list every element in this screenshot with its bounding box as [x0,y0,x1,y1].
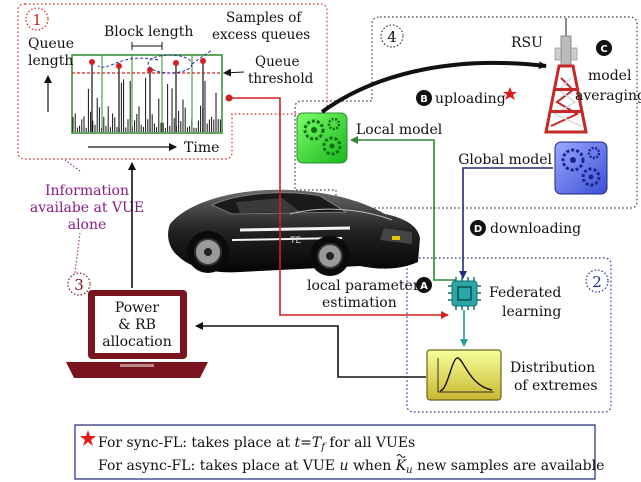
info-label-2: availabe at VUE [30,200,144,216]
legend-sync-line: For sync-FL: takes place at t=Tf for all… [98,435,415,453]
block-length-label: Block length [104,24,193,40]
global-model-icon [554,141,608,195]
local-model-label: Local model [356,122,443,138]
distribution-label: Distribution [510,360,595,376]
excess-sample-dot [89,59,95,65]
threshold-label: Queue [255,54,299,70]
dist-to-allocation-arrow [195,322,426,378]
threshold-label-2: threshold [248,71,314,87]
model-averaging-label-2: averaging [575,88,641,104]
queue-chart [44,42,223,151]
svg-text:3: 3 [74,276,84,294]
svg-text:A: A [420,281,428,292]
downloading-label: downloading [490,221,581,237]
excess-sample-dot [116,63,122,69]
federated-learning-label: Federated [489,285,561,301]
model-averaging-label: model [588,68,632,84]
panel2-border [406,257,612,413]
step-a-badge: A [416,277,432,293]
car-image: TE [168,189,420,276]
legend-box [74,424,596,480]
svg-text:B: B [420,94,428,105]
upload-arrow [320,60,547,114]
excess-samples [89,58,206,73]
k-tilde: K [395,458,408,474]
step-d-badge: D [470,220,486,236]
step-b-badge: B [416,90,432,106]
svg-text:C: C [600,44,607,55]
queue-length-label: Queue [28,36,74,52]
download-arrow [459,167,553,279]
global-model-label: Global model [458,152,552,168]
samples-to-fl-arrow [229,97,449,319]
local-parameter-label-2: estimation [322,295,397,311]
laptop-icon [66,290,208,378]
samples-label-2: excess queues [212,27,310,43]
svg-text:2: 2 [592,273,602,291]
excess-sample-dot [173,60,179,66]
power-rb-label-2: & RB [118,317,156,333]
excess-sample-dot [147,67,153,73]
panel4-badge: 4 [380,24,404,48]
panel1-badge: 1 [25,7,49,31]
uploading-label: uploading [435,91,506,107]
info-label: Information [45,183,129,199]
legend-star-icon [80,430,96,446]
power-rb-label: Power [115,300,160,316]
excess-sample-dot [200,58,206,64]
queue-length-label-2: length [28,53,73,69]
svg-text:D: D [474,224,482,235]
distribution-icon [426,349,502,401]
fl-to-local-arrow [350,136,456,281]
federated-learning-label-2: learning [502,304,561,320]
samples-ellipse [147,54,193,74]
local-model-icon [296,112,348,164]
distribution-label-2: of extremes [514,378,598,394]
panel1-border [17,3,328,160]
samples-label: Samples of [226,10,302,26]
local-parameter-label: local parameter [307,278,420,294]
panel4-border [294,16,638,209]
svg-text:1: 1 [32,11,42,29]
panel2-badge: 2 [585,269,609,293]
rsu-label: RSU [511,35,543,51]
step-c-badge: C [596,40,612,56]
panel3-badge: 3 [67,272,91,296]
k-tilde-mark [396,454,406,458]
federated-learning-chip-icon [448,277,481,310]
info-label-3: alone [68,217,107,233]
rsu-tower-icon [544,18,588,134]
svg-text:TE: TE [289,236,301,246]
power-rb-label-3: allocation [102,334,171,350]
star-icon [503,87,517,100]
time-label: Time [184,140,219,156]
svg-text:4: 4 [387,28,397,46]
legend-async-line: For async-FL: takes place at VUE u when … [98,458,604,476]
